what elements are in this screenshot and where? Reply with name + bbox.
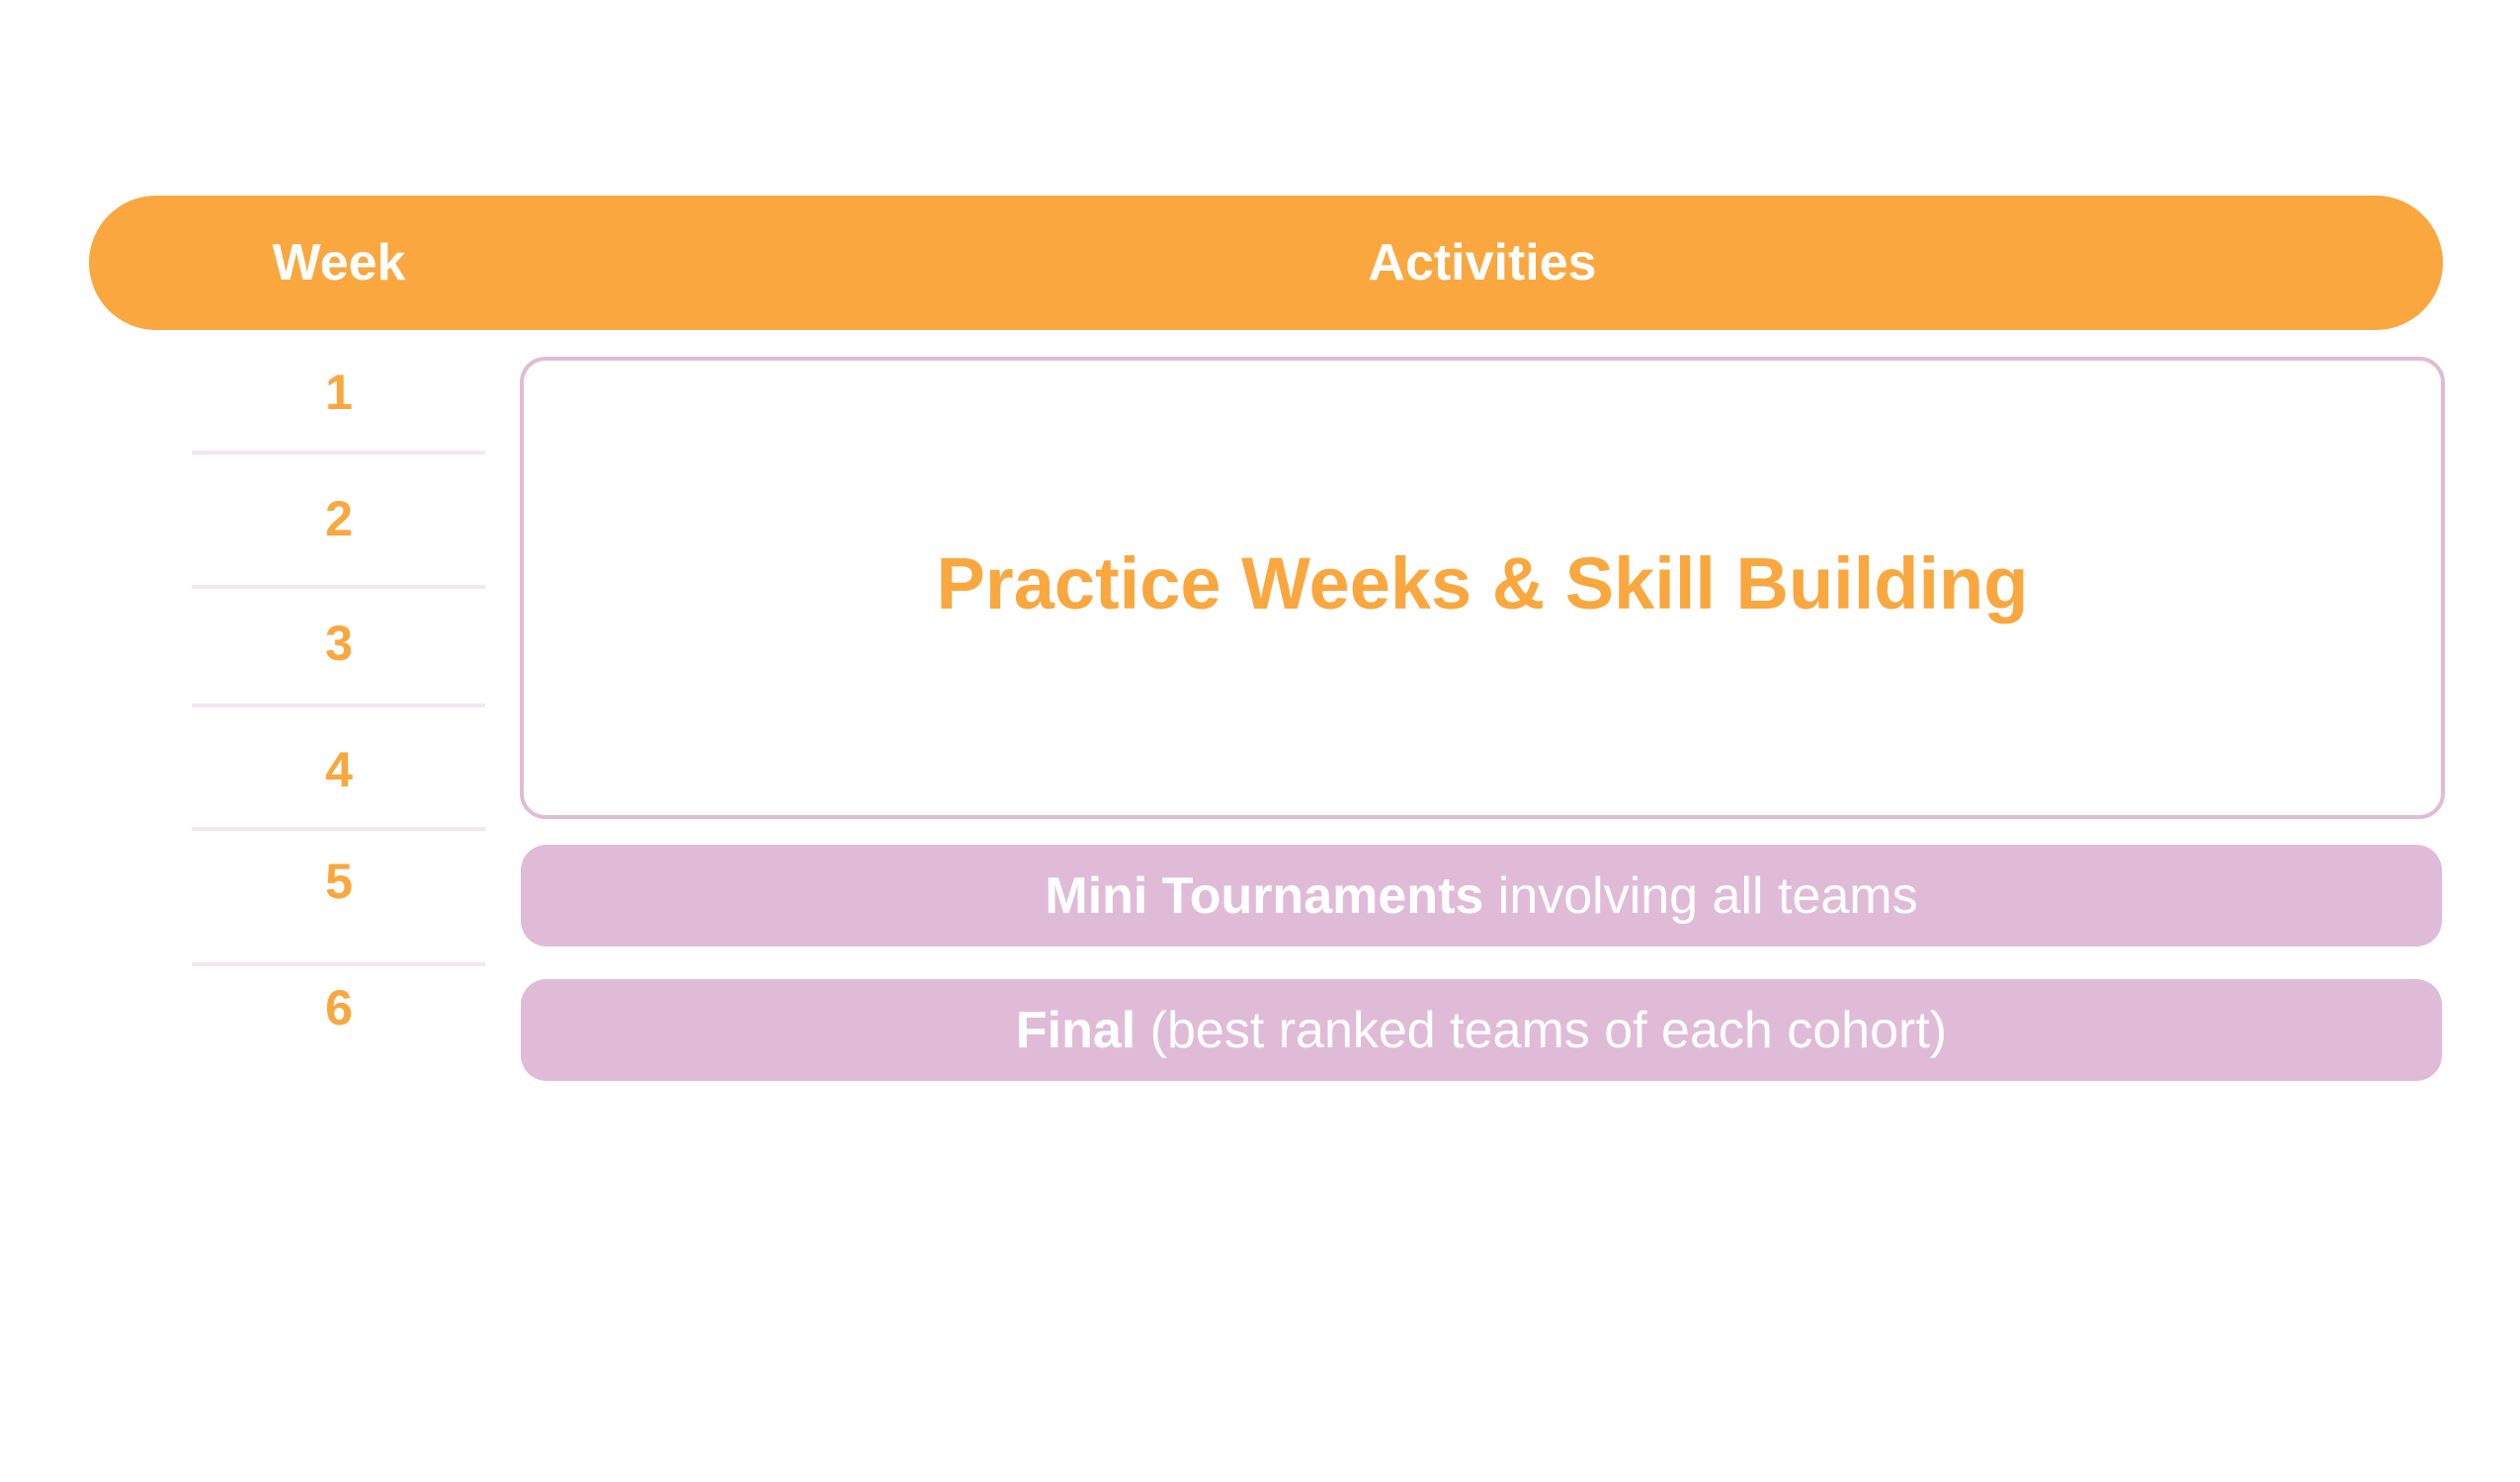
row-divider: [192, 962, 485, 966]
mini-tournaments-desc: involving all teams: [1483, 866, 1918, 925]
row-divider: [192, 451, 485, 454]
practice-weeks-block: Practice Weeks & Skill Building: [520, 357, 2445, 819]
week-number: 1: [325, 365, 353, 420]
week-number: 4: [325, 742, 353, 797]
practice-weeks-label: Practice Weeks & Skill Building: [936, 541, 2029, 624]
week-number: 6: [325, 980, 353, 1035]
table-header: Week Activities: [89, 196, 2443, 330]
week-number: 3: [325, 616, 353, 671]
row-divider: [192, 827, 485, 831]
week-number: 5: [325, 854, 353, 909]
final-title: Final: [1015, 1001, 1136, 1059]
activities-column-header: Activities: [1368, 234, 1597, 291]
mini-tournaments-title: Mini Tournaments: [1045, 866, 1484, 925]
final-block: Final (best ranked teams of each cohort): [521, 979, 2442, 1081]
row-divider: [192, 585, 485, 589]
week-column-header: Week: [272, 234, 406, 291]
week-number: 2: [325, 491, 353, 546]
final-desc: (best ranked teams of each cohort): [1135, 1001, 1948, 1059]
row-divider: [192, 703, 485, 707]
mini-tournaments-block: Mini Tournaments involving all teams: [521, 845, 2442, 947]
